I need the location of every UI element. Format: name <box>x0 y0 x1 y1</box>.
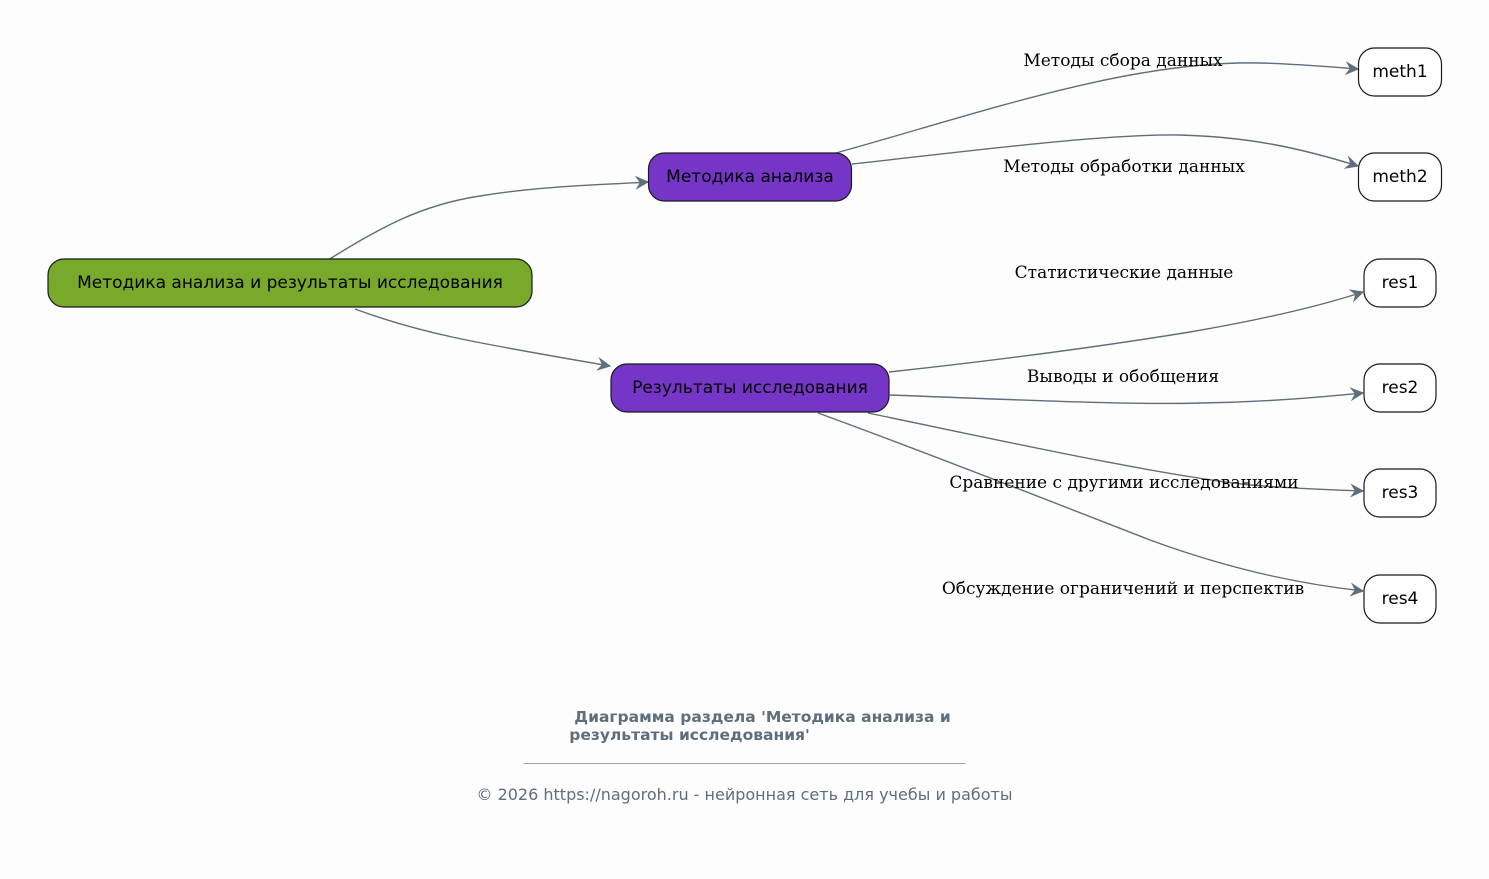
node-box-results[interactable] <box>610 363 890 413</box>
node-box-res4[interactable] <box>1363 574 1437 624</box>
node-box-meth2[interactable] <box>1357 152 1443 202</box>
node-label-root: Методика анализа и результаты исследован… <box>77 273 503 293</box>
node-results[interactable]: Результаты исследования <box>610 363 890 413</box>
node-root[interactable]: Методика анализа и результаты исследован… <box>47 258 533 308</box>
node-res4[interactable]: res4 <box>1363 574 1437 624</box>
node-label-res2: res2 <box>1382 378 1419 398</box>
caption-title-line1: Диаграмма раздела 'Методика анализа и <box>574 708 951 726</box>
node-label-method: Методика анализа <box>666 167 834 187</box>
edge-results-res1 <box>888 289 1365 373</box>
node-label-results: Результаты исследования <box>632 378 868 398</box>
edge-label-results-res2: Выводы и обобщения <box>1027 367 1219 387</box>
edge-root-method <box>327 175 650 261</box>
node-label-res3: res3 <box>1382 483 1419 503</box>
caption-title-line2: результаты исследования' <box>569 726 810 744</box>
edge-label-method-meth1: Методы сбора данных <box>1023 51 1223 71</box>
edge-method-meth2 <box>851 134 1360 169</box>
edge-label-results-res1: Статистические данные <box>1015 263 1234 283</box>
edge-root-results <box>354 308 612 371</box>
edge-label-results-res4: Обсуждение ограничений и перспектив <box>942 579 1304 599</box>
node-label-meth1: meth1 <box>1372 62 1427 82</box>
node-meth2[interactable]: meth2 <box>1357 152 1443 202</box>
edge-results-res2 <box>889 387 1365 405</box>
node-box-meth1[interactable] <box>1357 47 1443 97</box>
node-label-res4: res4 <box>1382 589 1419 609</box>
edge-label-results-res3: Сравнение с другими исследованиями <box>949 473 1298 493</box>
caption-separator: ________________________________________… <box>523 746 966 764</box>
node-method[interactable]: Методика анализа <box>647 152 853 202</box>
node-res1[interactable]: res1 <box>1363 258 1437 308</box>
edge-results-res3 <box>867 412 1365 498</box>
node-label-meth2: meth2 <box>1372 167 1427 187</box>
node-res2[interactable]: res2 <box>1363 363 1437 413</box>
node-box-root[interactable] <box>47 258 533 308</box>
edge-method-meth1 <box>835 61 1360 154</box>
edge-results-res4 <box>817 412 1365 597</box>
nodes-layer: Методика анализа и результаты исследован… <box>47 47 1443 624</box>
diagram-caption-title: Диаграмма раздела 'Методика анализа и ре… <box>0 708 1489 744</box>
edge-label-method-meth2: Методы обработки данных <box>1003 157 1245 177</box>
node-box-res3[interactable] <box>1363 468 1437 518</box>
node-meth1[interactable]: meth1 <box>1357 47 1443 97</box>
edges-layer <box>327 61 1365 597</box>
node-box-method[interactable] <box>647 152 853 202</box>
node-box-res1[interactable] <box>1363 258 1437 308</box>
node-res3[interactable]: res3 <box>1363 468 1437 518</box>
copyright-footer: © 2026 https://nagoroh.ru - нейронная се… <box>476 785 1013 804</box>
node-label-res1: res1 <box>1382 273 1419 293</box>
node-box-res2[interactable] <box>1363 363 1437 413</box>
